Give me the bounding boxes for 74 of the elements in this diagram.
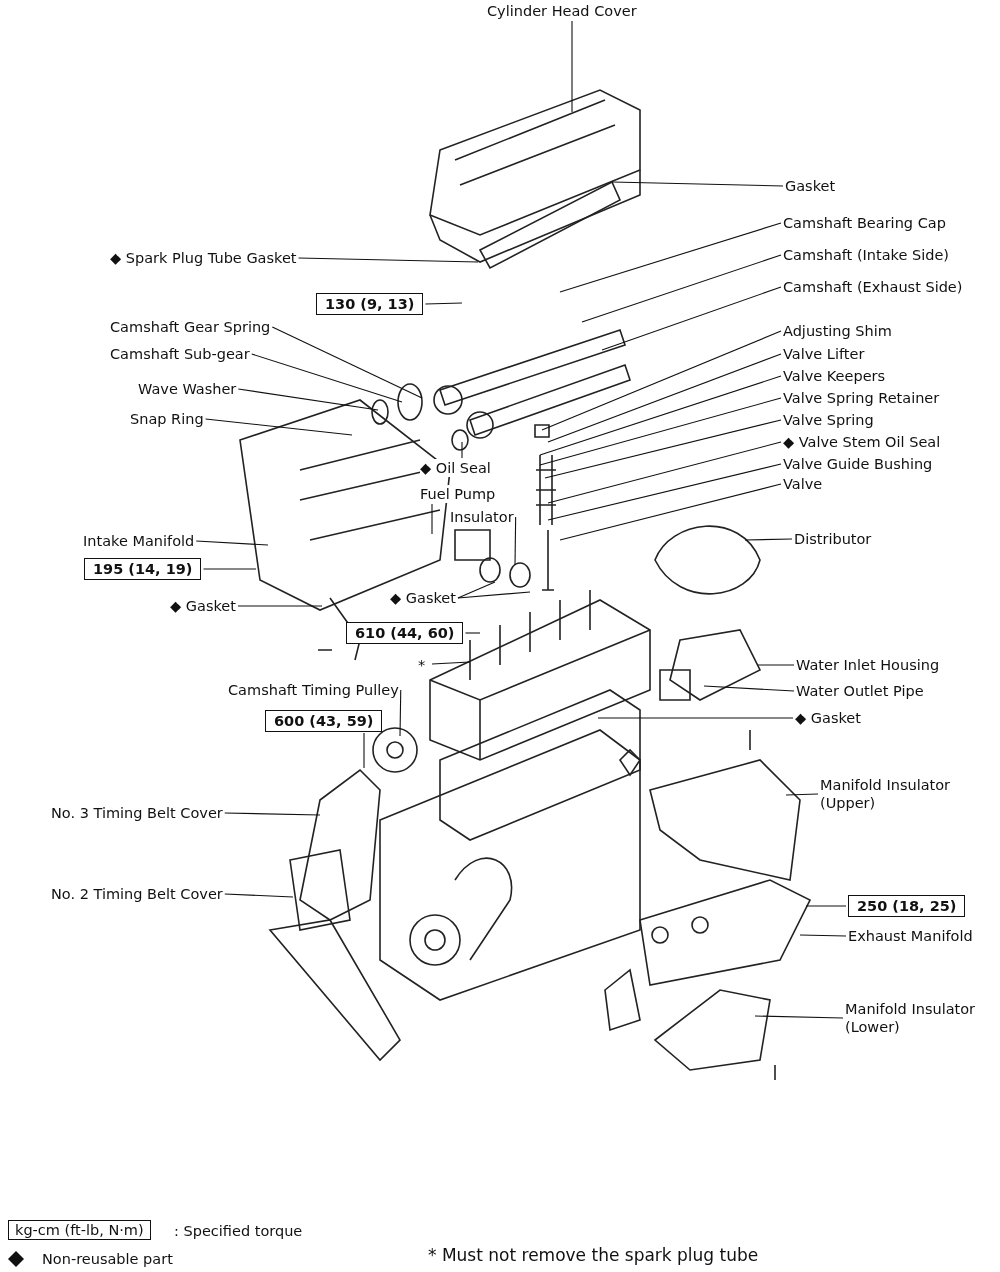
asterisk-mark: *	[418, 656, 426, 674]
leader-line	[205, 418, 353, 436]
leader-line	[544, 419, 782, 479]
leader-line	[539, 375, 782, 456]
leader-line	[785, 793, 819, 796]
leader-line	[799, 934, 847, 937]
leader-line	[399, 689, 402, 737]
part-label: Camshaft Sub-gear	[110, 345, 250, 363]
leader-line	[224, 893, 294, 898]
leader-line	[547, 441, 782, 504]
part-label: Camshaft Bearing Cap	[783, 214, 946, 232]
torque-spec: 610 (44, 60)	[346, 622, 464, 644]
part-label: Water Inlet Housing	[796, 656, 940, 674]
part-label: Valve Guide Bushing	[783, 455, 933, 473]
leader-line	[202, 568, 257, 570]
part-label: Camshaft Timing Pulley	[228, 681, 399, 699]
part-label: ◆ Gasket	[795, 709, 861, 727]
footnote: * Must not remove the spark plug tube	[428, 1246, 759, 1264]
part-label: Valve Keepers	[783, 367, 886, 385]
torque-spec: 250 (18, 25)	[848, 895, 966, 917]
leader-line	[559, 222, 782, 293]
leader-line	[424, 302, 463, 305]
leader-line	[597, 717, 794, 719]
torque-spec: 600 (43, 59)	[265, 710, 383, 732]
leader-line	[251, 353, 403, 403]
leader-line	[195, 540, 269, 546]
unit-key: kg-cm (ft-lb, N·m)	[8, 1220, 151, 1240]
part-label: ◆ Valve Stem Oil Seal	[783, 433, 941, 451]
leader-line	[461, 441, 463, 459]
leader-line	[457, 581, 496, 599]
leader-line	[464, 632, 481, 634]
leader-line	[541, 330, 782, 431]
leader-line	[224, 812, 321, 816]
leader-line	[547, 463, 782, 521]
torque-spec: 195 (14, 19)	[84, 558, 202, 580]
leader-line	[805, 905, 847, 907]
part-label: Adjusting Shim	[783, 322, 892, 340]
part-label: ◆ Oil Seal	[420, 459, 491, 477]
legend-text: Non-reusable part	[42, 1250, 173, 1268]
part-label: Snap Ring	[130, 410, 204, 428]
part-label: ◆ Spark Plug Tube Gasket	[110, 249, 297, 267]
leader-line	[431, 503, 433, 535]
leader-line	[271, 326, 423, 399]
part-label: ◆ Gasket	[390, 589, 456, 607]
leader-line	[237, 388, 379, 411]
part-label: Camshaft (Exhaust Side)	[783, 278, 963, 296]
torque-spec: 130 (9, 13)	[316, 293, 424, 315]
part-label: Valve Spring Retainer	[783, 389, 940, 407]
part-label: Cylinder Head Cover	[487, 2, 637, 20]
leader-line	[754, 1015, 844, 1019]
leader-line	[237, 605, 323, 607]
part-label: Fuel Pump	[420, 485, 496, 503]
leader-line	[514, 516, 517, 566]
part-label: No. 3 Timing Belt Cover	[51, 804, 223, 822]
part-label: Water Outlet Pipe	[796, 682, 924, 700]
leader-line	[457, 591, 531, 599]
leader-line	[703, 685, 795, 692]
part-label: Valve Spring	[783, 411, 874, 429]
leader-line	[757, 664, 795, 666]
leader-line	[611, 181, 784, 187]
leader-line	[601, 286, 782, 351]
leader-line	[539, 397, 782, 466]
leader-line	[363, 732, 365, 769]
leader-line	[571, 20, 573, 113]
leader-line	[744, 538, 793, 541]
leader-line	[559, 483, 782, 541]
part-label: ◆ Gasket	[170, 597, 236, 615]
leader-line	[298, 257, 479, 263]
leader-line	[581, 254, 782, 323]
part-label: No. 2 Timing Belt Cover	[51, 885, 223, 903]
part-label: Camshaft (Intake Side)	[783, 246, 950, 264]
leader-line	[547, 353, 782, 443]
part-label: Camshaft Gear Spring	[110, 318, 271, 336]
legend-text: : Specified torque	[174, 1222, 303, 1240]
